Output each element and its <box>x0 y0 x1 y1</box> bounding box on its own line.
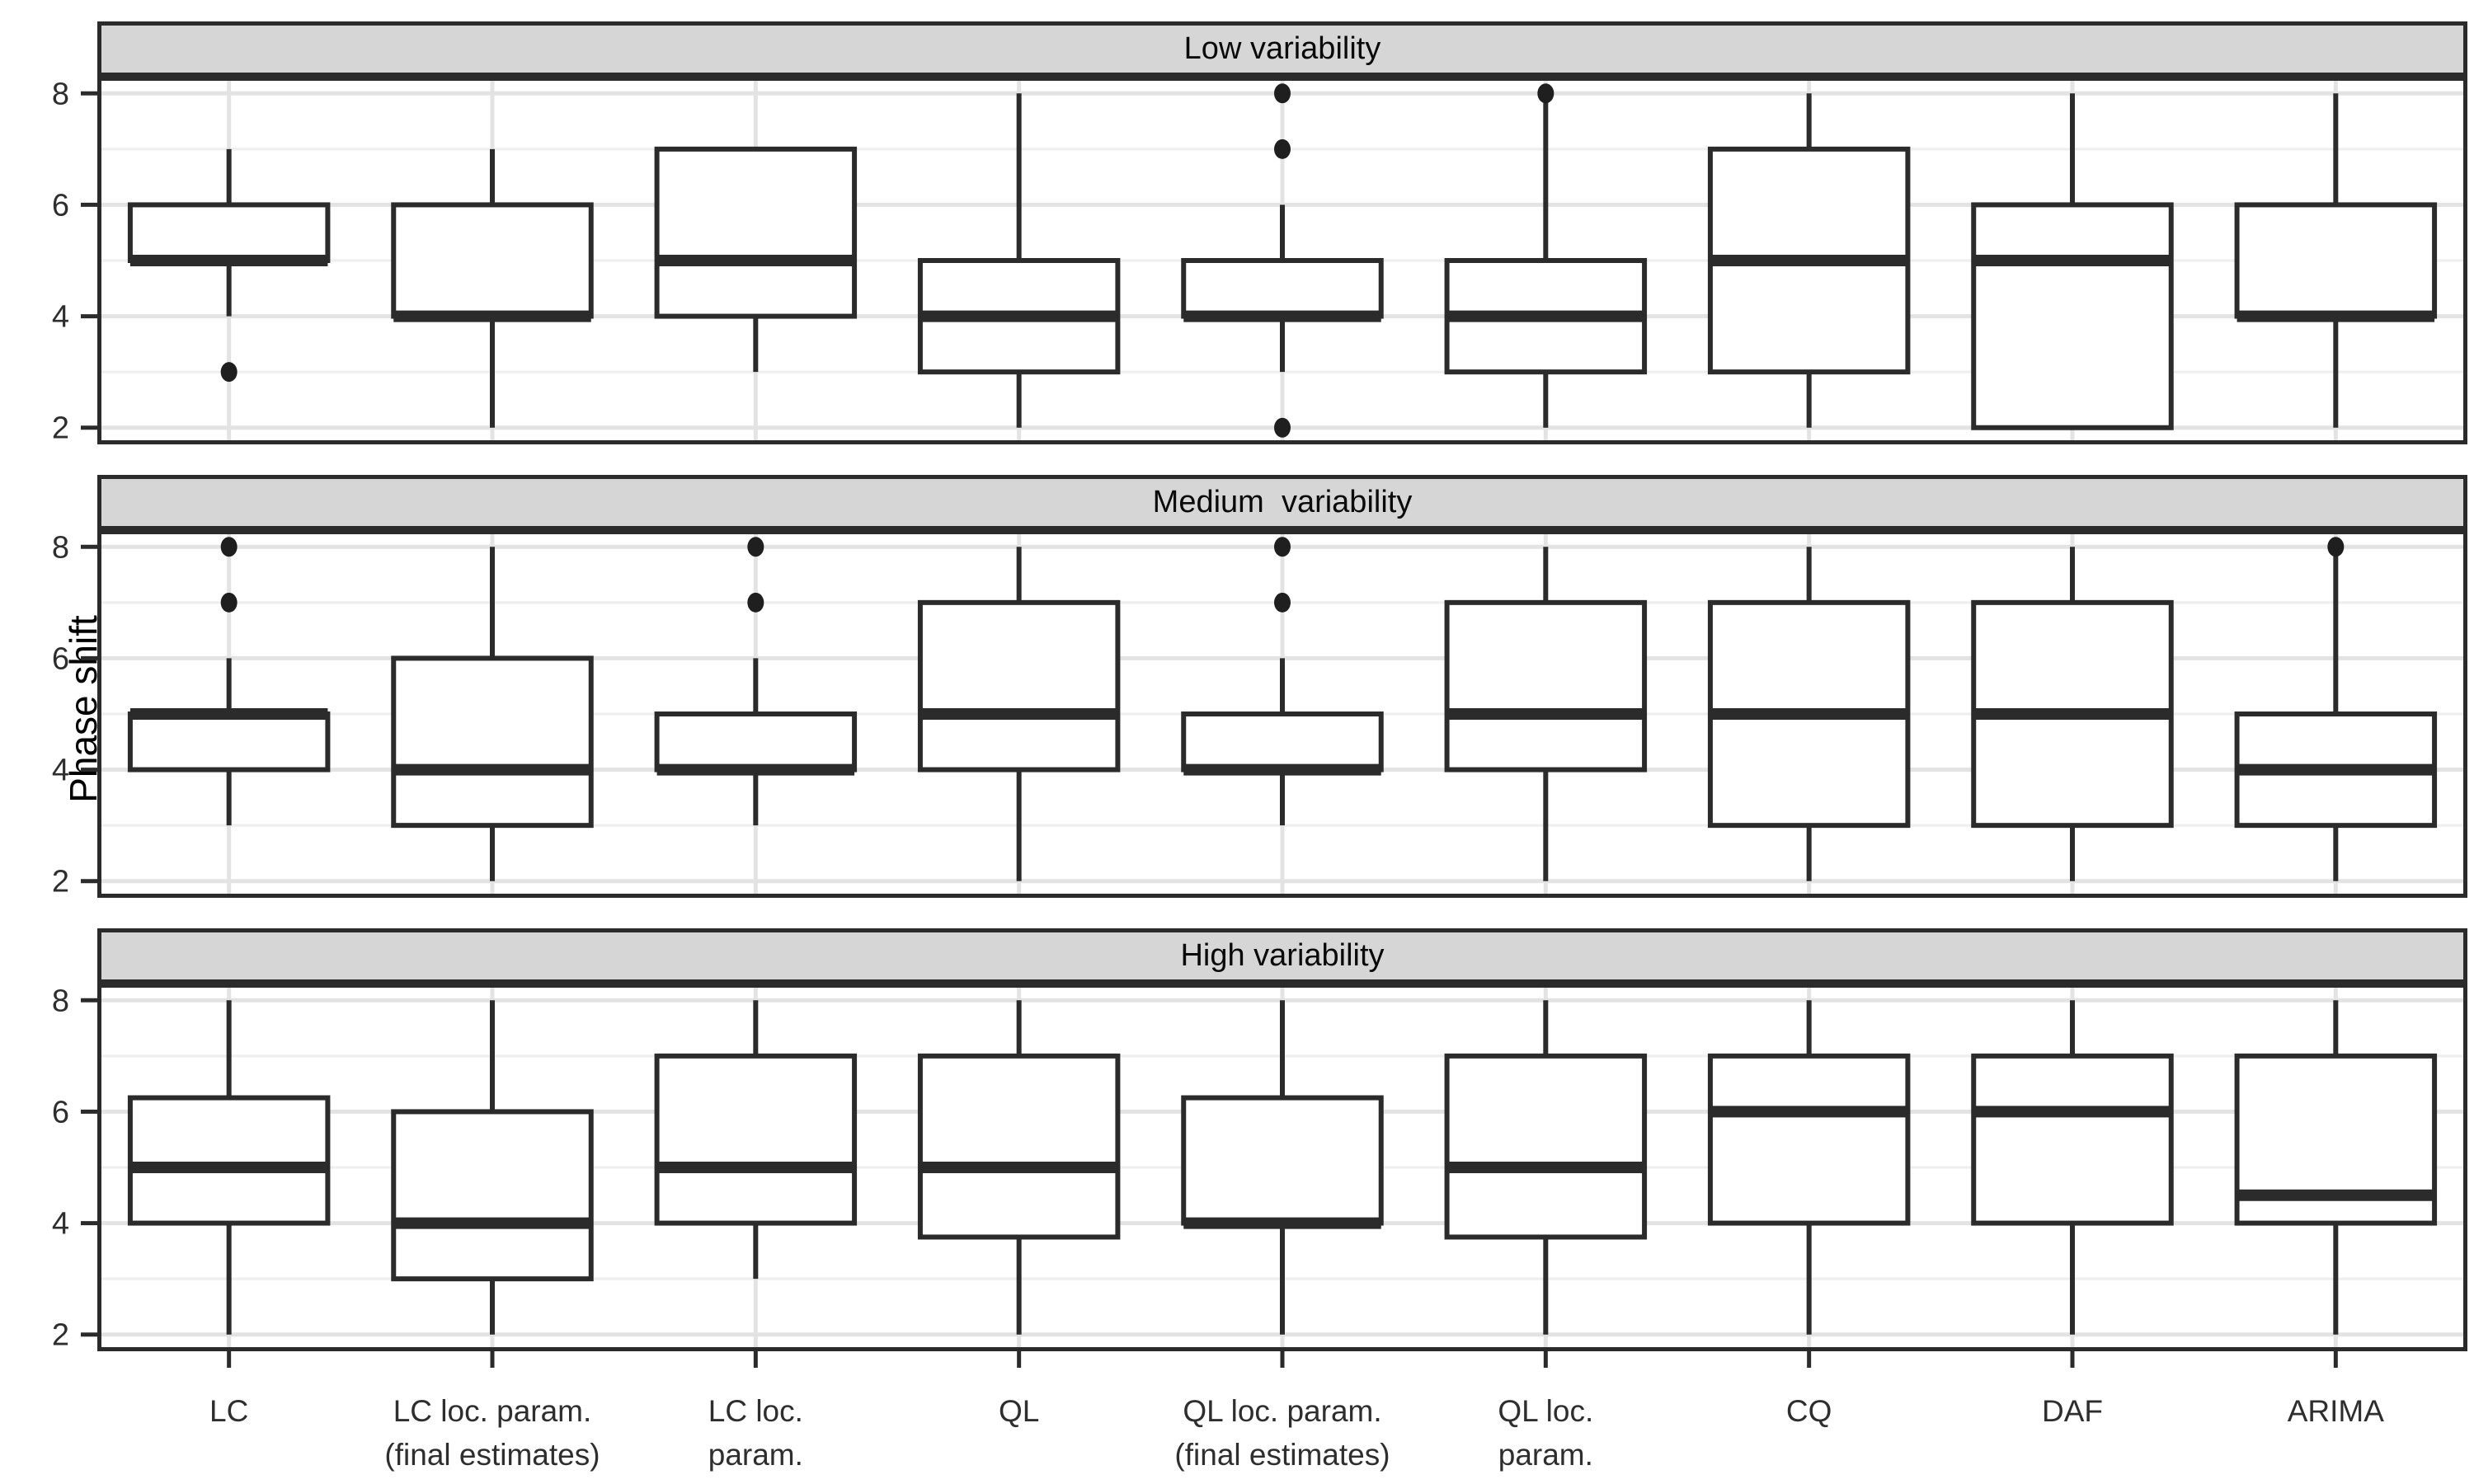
x-axis-label-0: LC <box>209 1394 249 1428</box>
y-tick-label: 8 <box>52 77 69 111</box>
facet-strip-low: Low variability <box>97 21 2467 77</box>
outlier-dot <box>1274 83 1291 104</box>
outlier-dot <box>1274 592 1291 613</box>
iqr-box <box>127 202 331 263</box>
iqr-box <box>391 202 594 319</box>
boxplot-1-6 <box>1707 547 1911 881</box>
boxplot-1-8 <box>2234 537 2438 881</box>
x-axis-label-2: LC loc. param. <box>708 1394 803 1472</box>
facet-strip-low-label: Low variability <box>1183 31 1381 66</box>
boxplot-0-7 <box>1971 93 2174 430</box>
iqr-box <box>391 655 594 829</box>
boxplot-2-0 <box>127 1000 331 1335</box>
iqr-box <box>1444 599 1648 773</box>
outlier-dot <box>747 537 764 557</box>
y-tick-label: 8 <box>52 530 69 565</box>
boxplot-0-0 <box>127 148 331 383</box>
iqr-box <box>917 1053 1121 1240</box>
boxplot-2-1 <box>391 1000 594 1335</box>
iqr-box <box>1444 1053 1648 1240</box>
outlier-dot <box>1274 537 1291 557</box>
y-tick-label: 6 <box>52 188 69 223</box>
boxplot-1-1 <box>391 547 594 881</box>
iqr-box <box>654 1053 858 1226</box>
x-axis-label-6: CQ <box>1785 1394 1832 1428</box>
iqr-box <box>1181 258 1384 319</box>
iqr-box <box>127 711 331 773</box>
facet-strip-medium-label: Medium variability <box>1152 485 1413 519</box>
x-axis-label-8: ARIMA <box>2287 1394 2384 1428</box>
iqr-box <box>917 599 1121 773</box>
panel-high-variability: 2 4 6 8 <box>52 984 2467 1368</box>
facet-strip-high: High variability <box>97 928 2467 984</box>
boxplot-2-4 <box>1181 1000 1384 1335</box>
boxplot-0-2 <box>654 146 858 373</box>
iqr-box <box>1971 202 2174 430</box>
boxplot-0-6 <box>1707 93 1911 428</box>
panel-medium-variability: 2 4 6 8 <box>52 530 2467 899</box>
boxplot-2-3 <box>917 1000 1121 1335</box>
iqr-box <box>654 711 858 773</box>
outlier-dot <box>220 592 238 613</box>
y-tick-label: 2 <box>52 1318 69 1353</box>
boxplot-2-6 <box>1707 1000 1911 1335</box>
y-tick-label: 4 <box>52 300 69 335</box>
y-tick-label: 6 <box>52 641 69 676</box>
boxplot-1-2 <box>654 537 858 826</box>
y-tick-label: 6 <box>52 1095 69 1129</box>
iqr-box <box>391 1109 594 1282</box>
outlier-dot <box>747 592 764 613</box>
iqr-box <box>127 1095 331 1226</box>
boxplot-0-8 <box>2234 93 2438 428</box>
x-axis-label-7: DAF <box>2042 1394 2103 1428</box>
boxplot-2-7 <box>1971 1000 2174 1335</box>
y-tick-label: 8 <box>52 984 69 1018</box>
x-axis-label-5: QL loc. param. <box>1498 1394 1594 1472</box>
y-tick-label: 2 <box>52 411 69 446</box>
boxplot-1-5 <box>1444 547 1648 881</box>
boxplot-2-5 <box>1444 1000 1648 1335</box>
y-tick-label: 4 <box>52 754 69 788</box>
boxplot-1-4 <box>1181 537 1384 826</box>
x-axis-label-4: QL loc. param. (final estimates) <box>1174 1394 1390 1472</box>
boxplot-2-2 <box>654 1000 858 1280</box>
outlier-dot <box>1537 83 1554 104</box>
x-axis-label-3: QL <box>998 1394 1040 1428</box>
boxplot-1-0 <box>127 537 331 826</box>
iqr-box <box>1707 1053 1911 1226</box>
iqr-box <box>654 146 858 319</box>
iqr-box <box>1181 711 1384 773</box>
boxplot-1-7 <box>1971 547 2174 881</box>
outlier-dot <box>220 362 238 383</box>
facet-strip-high-label: High variability <box>1180 938 1385 973</box>
iqr-box <box>1181 1095 1384 1226</box>
facet-strip-medium: Medium variability <box>97 475 2467 530</box>
iqr-box <box>1971 1053 2174 1226</box>
y-tick-label: 4 <box>52 1207 69 1242</box>
boxplot-2-8 <box>2234 1000 2438 1335</box>
boxplot-0-5 <box>1444 83 1648 428</box>
outlier-dot <box>1274 139 1291 159</box>
outlier-dot <box>1274 417 1291 438</box>
outlier-dot <box>2327 537 2345 557</box>
outlier-dot <box>220 537 238 557</box>
panel-low-variability: 2 4 6 8 <box>52 77 2467 446</box>
panel-border <box>97 984 2467 1351</box>
boxplot-0-1 <box>391 148 594 428</box>
y-tick-label: 2 <box>52 865 69 899</box>
x-axis-labels: LC LC loc. param. (final estimates) LC loc… <box>0 1390 2474 1481</box>
boxplot-0-3 <box>917 93 1121 428</box>
panel-border <box>97 530 2467 898</box>
x-axis-label-1: LC loc. param. (final estimates) <box>384 1394 600 1472</box>
boxplot-0-4 <box>1181 83 1384 438</box>
panel-border <box>97 77 2467 444</box>
boxplot-1-3 <box>917 547 1121 881</box>
iqr-box <box>2234 202 2438 319</box>
